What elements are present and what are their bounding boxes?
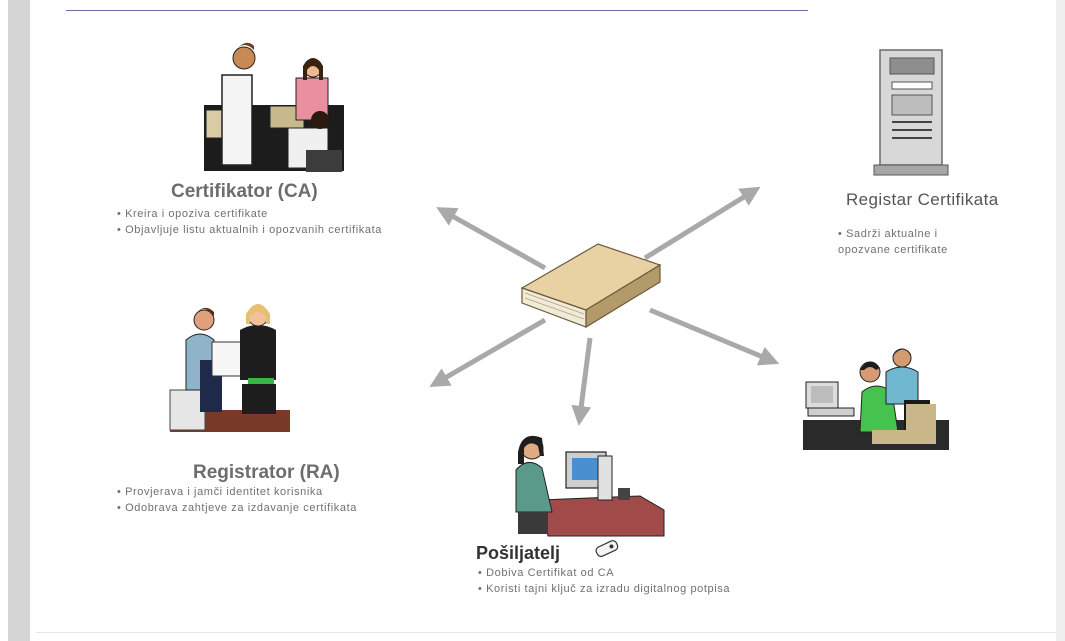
arrow-to-users xyxy=(649,307,780,366)
sender-bullet: Koristi tajni ključ za izradu digitalnog… xyxy=(478,581,730,597)
ra-bullet: Odobrava zahtjeve za izdavanje certifika… xyxy=(117,500,357,516)
sender-title: Pošiljatelj xyxy=(476,543,561,563)
registry-desc-line: opozvane certifikate xyxy=(838,244,948,256)
woman-at-computer-illustration xyxy=(515,435,665,537)
server-tower-icon xyxy=(873,49,949,176)
sender-bullet-list: Dobiva Certifikat od CA Koristi tajni kl… xyxy=(478,565,730,597)
registry-desc-line: • Sadrži aktualne i xyxy=(838,228,938,240)
office-staff-illustration xyxy=(204,42,344,172)
left-scroll-rail xyxy=(0,0,36,641)
key-icon xyxy=(595,540,619,558)
right-edge xyxy=(1056,0,1065,641)
registry-description: • Sadrži aktualne i opozvane certifikate xyxy=(838,226,948,258)
ca-bullet-list: Kreira i opoziva certifikate Objavljuje … xyxy=(117,206,382,238)
ra-title: Registrator (RA) xyxy=(193,462,340,483)
ca-title: Certifikator (CA) xyxy=(171,181,318,202)
arrow-to-ra xyxy=(429,317,547,388)
slide-bottom-rule xyxy=(36,632,1056,633)
arrow-to-registry xyxy=(643,186,761,261)
arrow-to-ca xyxy=(436,207,547,271)
registrar-people-illustration xyxy=(169,304,290,432)
slide-top-rule xyxy=(66,10,808,11)
ra-bullet-list: Provjerava i jamči identitet korisnika O… xyxy=(117,484,357,516)
arrow-to-sender xyxy=(571,337,593,426)
computer-users-illustration xyxy=(803,348,949,450)
ca-bullet: Kreira i opoziva certifikate xyxy=(117,206,382,222)
ra-bullet: Provjerava i jamči identitet korisnika xyxy=(117,484,357,500)
central-box-icon xyxy=(520,243,662,329)
sender-bullet: Dobiva Certifikat od CA xyxy=(478,565,730,581)
ca-bullet: Objavljuje listu aktualnih i opozvanih c… xyxy=(117,222,382,238)
registry-title: Registar Certifikata xyxy=(846,190,999,209)
